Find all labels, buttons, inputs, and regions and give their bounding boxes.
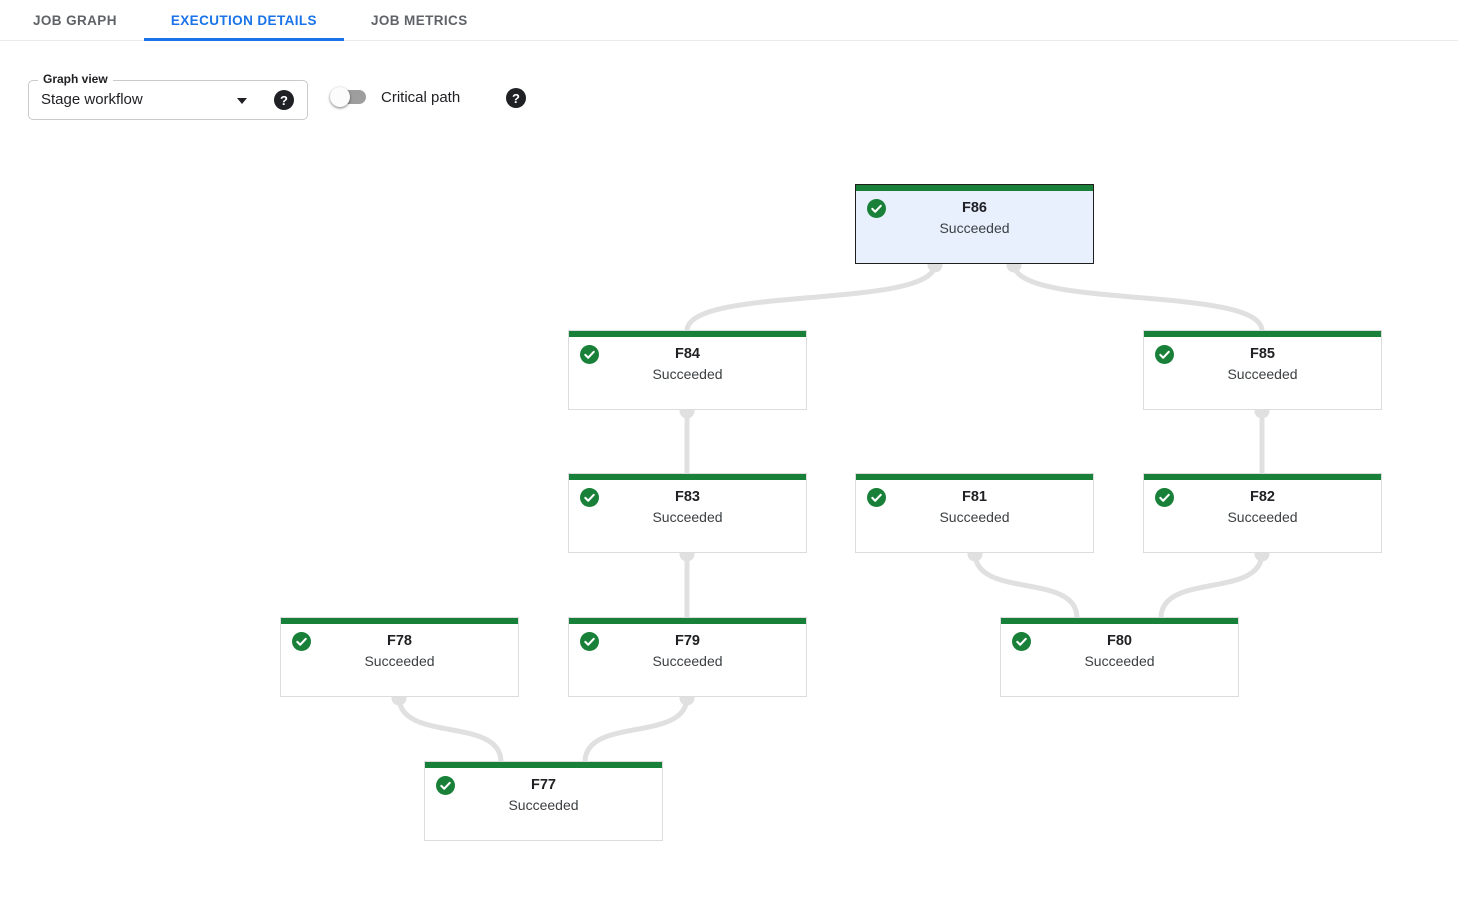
- check-circle-icon: [580, 345, 599, 364]
- node-status: Succeeded: [652, 653, 723, 669]
- tab-label: JOB GRAPH: [33, 12, 117, 28]
- stage-node-F86[interactable]: F86 Succeeded: [855, 184, 1094, 264]
- caret-down-icon: [237, 98, 247, 104]
- graph-view-help-icon[interactable]: ?: [274, 90, 294, 110]
- node-status-bar: [425, 762, 662, 768]
- node-title: F81: [962, 489, 987, 505]
- stage-node-F82[interactable]: F82 Succeeded: [1143, 473, 1382, 553]
- node-title: F78: [387, 633, 412, 649]
- check-circle-icon: [436, 776, 455, 795]
- node-title: F79: [675, 633, 700, 649]
- check-circle-icon: [580, 632, 599, 651]
- tab-execution-details[interactable]: EXECUTION DETAILS: [143, 0, 344, 41]
- tab-label: JOB METRICS: [370, 12, 468, 28]
- active-tab-underline: [143, 38, 344, 41]
- node-status-bar: [569, 331, 806, 337]
- check-circle-icon: [1155, 345, 1174, 364]
- node-status: Succeeded: [364, 653, 435, 669]
- stage-node-F84[interactable]: F84 Succeeded: [568, 330, 807, 410]
- edge-F79-F77: [582, 696, 690, 763]
- tab-label: EXECUTION DETAILS: [170, 12, 317, 28]
- node-status-bar: [569, 618, 806, 624]
- node-status: Succeeded: [652, 366, 723, 382]
- check-circle-icon: [292, 632, 311, 651]
- node-title: F86: [962, 200, 987, 216]
- node-status: Succeeded: [508, 797, 579, 813]
- tab-bar: JOB GRAPH EXECUTION DETAILS JOB METRICS: [0, 0, 1458, 41]
- node-status: Succeeded: [1227, 509, 1298, 525]
- tab-job-graph[interactable]: JOB GRAPH: [6, 0, 144, 40]
- check-circle-icon: [867, 488, 886, 507]
- node-status-bar: [1001, 618, 1238, 624]
- check-circle-icon: [1012, 632, 1031, 651]
- edge-F78-F77: [396, 696, 504, 763]
- stage-node-F78[interactable]: F78 Succeeded: [280, 617, 519, 697]
- toggle-thumb: [330, 87, 350, 107]
- node-title: F83: [675, 489, 700, 505]
- stage-node-F80[interactable]: F80 Succeeded: [1000, 617, 1239, 697]
- stage-node-F77[interactable]: F77 Succeeded: [424, 761, 663, 841]
- node-status: Succeeded: [652, 509, 723, 525]
- stage-node-F83[interactable]: F83 Succeeded: [568, 473, 807, 553]
- node-title: F77: [531, 777, 556, 793]
- edge-F86-F84: [684, 263, 938, 332]
- edge-F81-F80: [972, 552, 1080, 619]
- node-status-bar: [1144, 474, 1381, 480]
- node-status: Succeeded: [939, 220, 1010, 236]
- node-status-bar: [281, 618, 518, 624]
- critical-path-help-icon[interactable]: ?: [506, 88, 526, 108]
- node-status-bar: [1144, 331, 1381, 337]
- node-status-bar: [856, 185, 1093, 191]
- node-status-bar: [856, 474, 1093, 480]
- node-status-bar: [569, 474, 806, 480]
- node-title: F85: [1250, 346, 1275, 362]
- stage-node-F79[interactable]: F79 Succeeded: [568, 617, 807, 697]
- edge-F82-F80: [1158, 552, 1265, 619]
- node-title: F84: [675, 346, 700, 362]
- stage-node-F85[interactable]: F85 Succeeded: [1143, 330, 1382, 410]
- critical-path-toggle-group: Critical path: [330, 87, 460, 107]
- check-circle-icon: [867, 199, 886, 218]
- graph-view-select[interactable]: Graph view Stage workflow ?: [28, 72, 308, 120]
- check-circle-icon: [1155, 488, 1174, 507]
- graph-view-selected-value: Stage workflow: [41, 91, 143, 108]
- node-status: Succeeded: [939, 509, 1010, 525]
- node-status: Succeeded: [1227, 366, 1298, 382]
- critical-path-toggle[interactable]: [330, 87, 368, 107]
- node-title: F82: [1250, 489, 1275, 505]
- graph-view-select-label: Graph view: [38, 72, 113, 86]
- node-title: F80: [1107, 633, 1132, 649]
- check-circle-icon: [580, 488, 599, 507]
- node-status: Succeeded: [1084, 653, 1155, 669]
- tab-job-metrics[interactable]: JOB METRICS: [344, 0, 495, 40]
- stage-node-F81[interactable]: F81 Succeeded: [855, 473, 1094, 553]
- edge-F86-F85: [1011, 263, 1265, 332]
- critical-path-label: Critical path: [381, 88, 461, 106]
